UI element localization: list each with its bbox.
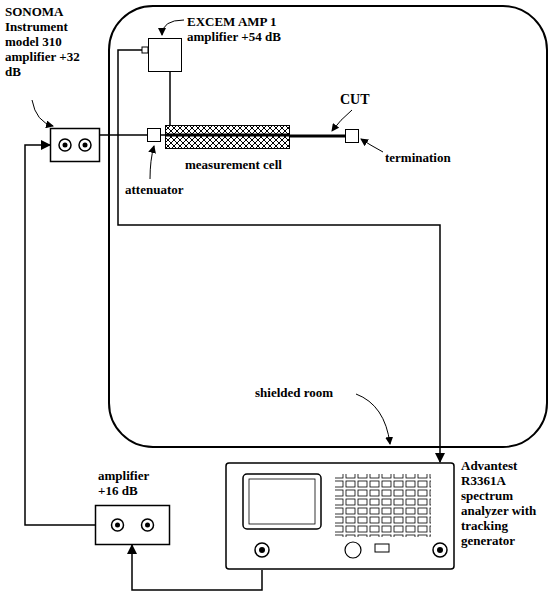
shielded-room: shielded room EXCEM AMP 1 amplifier +54 d… [108,5,548,448]
shape-outline [147,128,161,142]
shape-outline [225,462,455,570]
amplifier-box: SONOMA Instrument model 310 amplifier +3… [50,128,100,162]
node-label: amplifier +16 dB [98,468,170,498]
node-label: termination [385,150,475,165]
shape-outline [165,125,290,149]
node-label: EXCEM AMP 1 amplifier +54 dB [187,14,283,44]
node-label: attenuator [125,182,205,197]
shape-outline [345,129,359,143]
attenuator-box: attenuator [147,128,161,142]
node-label: Advantest R3361A spectrum analyzer with … [461,458,549,548]
cable [169,72,171,125]
node-label: shielded room [255,385,365,400]
spectrum-analyzer: Advantest R3361A spectrum analyzer with … [225,462,455,570]
leader-line [356,394,390,444]
leader-line [361,139,383,152]
cable-label: CUT [340,92,370,107]
leader-line [332,110,352,131]
cable [161,134,165,136]
leader-line [32,100,53,126]
shape-outline [95,505,170,545]
node-label: measurement cell [185,157,315,172]
termination-box: termination [345,129,359,143]
leader-line [162,20,184,35]
amplifier-box: amplifier +16 dB [95,505,170,545]
shape-outline [148,38,182,72]
cable [290,135,345,138]
node-label: SONOMA Instrument model 310 amplifier +3… [5,4,83,79]
amplifier-box: EXCEM AMP 1 amplifier +54 dB [148,38,182,72]
leader-line [150,146,154,179]
cable [118,50,440,462]
shape-outline [50,128,100,162]
measurement-cell: measurement cell [165,125,290,149]
cable [25,145,95,525]
